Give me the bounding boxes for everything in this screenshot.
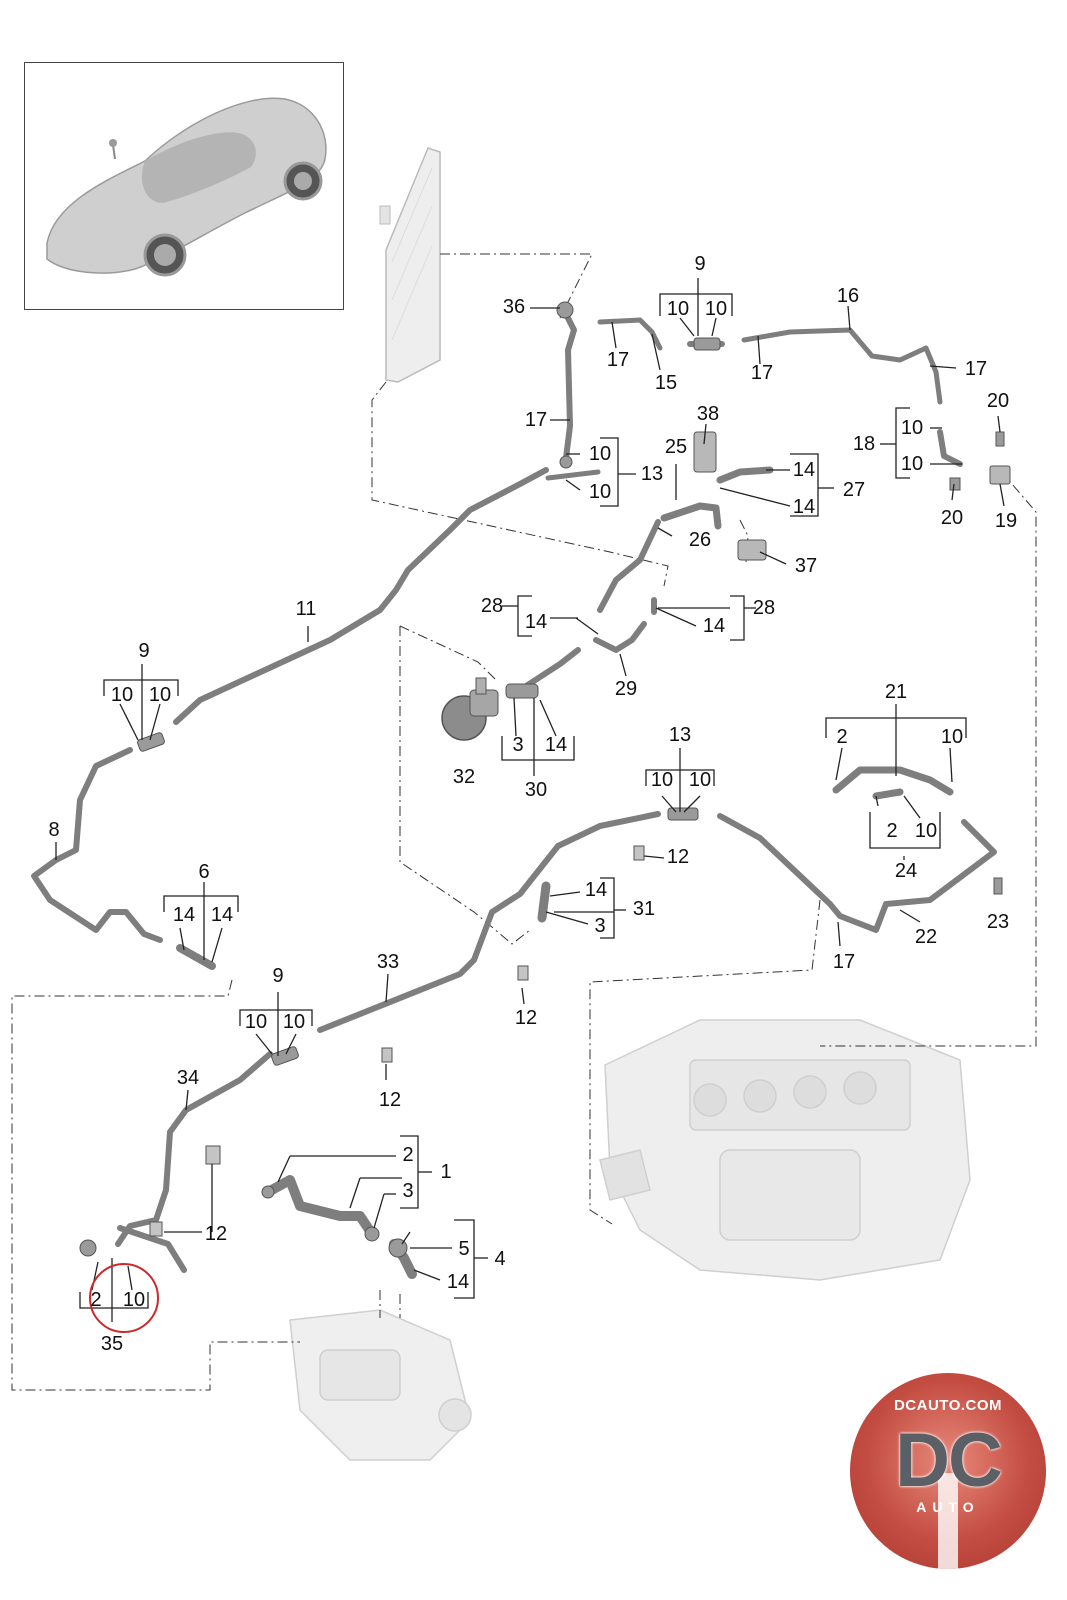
logo-stripe	[938, 1473, 958, 1569]
callout-2: 2	[886, 820, 898, 842]
radiator	[379, 147, 441, 383]
logo-letters: DC	[895, 1418, 1003, 1503]
callout-12: 12	[666, 846, 690, 868]
callout-27: 27	[842, 479, 866, 501]
callout-34: 34	[176, 1067, 200, 1089]
callout-5: 5	[458, 1238, 470, 1260]
callout-29: 29	[614, 678, 638, 700]
callout-24: 24	[894, 860, 918, 882]
callout-31: 31	[632, 898, 656, 920]
callout-13: 13	[640, 463, 664, 485]
hoses	[31, 315, 997, 1279]
callout-14: 14	[172, 904, 196, 926]
callout-10: 10	[282, 1011, 306, 1033]
callout-36: 36	[502, 296, 526, 318]
callout-14: 14	[446, 1271, 470, 1293]
callout-10: 10	[122, 1289, 146, 1311]
callout-17: 17	[524, 409, 548, 431]
callout-3: 3	[512, 734, 524, 756]
callout-4: 4	[494, 1248, 506, 1270]
callout-10: 10	[110, 684, 134, 706]
callout-17: 17	[606, 349, 630, 371]
callout-21: 21	[884, 681, 908, 703]
callout-32: 32	[452, 766, 476, 788]
callout-14: 14	[702, 615, 726, 637]
callout-12: 12	[378, 1089, 402, 1111]
callout-10: 10	[148, 684, 172, 706]
callout-15: 15	[654, 372, 678, 394]
car-illustration	[46, 97, 327, 277]
callout-14: 14	[792, 496, 816, 518]
callout-17: 17	[832, 951, 856, 973]
leader-lines	[55, 278, 1005, 1322]
callout-10: 10	[940, 726, 964, 748]
callout-14: 14	[210, 904, 234, 926]
callout-9: 9	[694, 253, 706, 275]
callout-11: 11	[295, 598, 317, 620]
transmission	[289, 1309, 472, 1461]
logo-subtext: AUTO	[916, 1499, 980, 1515]
logo-url-text: DCAUTO.COM	[893, 1397, 1003, 1414]
callout-12: 12	[204, 1223, 228, 1245]
callout-2: 2	[90, 1289, 102, 1311]
callout-10: 10	[666, 298, 690, 320]
callout-8: 8	[48, 819, 60, 841]
callout-23: 23	[986, 911, 1010, 933]
callout-10: 10	[588, 443, 612, 465]
callout-17: 17	[750, 362, 774, 384]
callout-17: 17	[964, 358, 988, 380]
callout-14: 14	[544, 734, 568, 756]
callout-10: 10	[914, 820, 938, 842]
callout-10: 10	[588, 481, 612, 503]
callout-10: 10	[244, 1011, 268, 1033]
callout-16: 16	[836, 285, 860, 307]
callout-20: 20	[940, 507, 964, 529]
callout-35: 35	[100, 1333, 124, 1355]
callout-20: 20	[986, 390, 1010, 412]
water-pump	[441, 677, 499, 741]
callout-9: 9	[138, 640, 150, 662]
callout-14: 14	[524, 611, 548, 633]
callout-25: 25	[664, 436, 688, 458]
callout-9: 9	[272, 965, 284, 987]
callout-28: 28	[480, 595, 504, 617]
callout-10: 10	[704, 298, 728, 320]
callout-22: 22	[914, 926, 938, 948]
engine-block	[599, 1019, 971, 1281]
callout-14: 14	[792, 459, 816, 481]
callout-10: 10	[688, 769, 712, 791]
callout-33: 33	[376, 951, 400, 973]
callout-2: 2	[402, 1144, 414, 1166]
callout-10: 10	[900, 453, 924, 475]
callout-18: 18	[852, 433, 876, 455]
callout-28: 28	[752, 597, 776, 619]
callout-10: 10	[650, 769, 674, 791]
callout-37: 37	[794, 555, 818, 577]
highlight-circle	[89, 1263, 159, 1333]
callout-26: 26	[688, 529, 712, 551]
callout-2: 2	[836, 726, 848, 748]
reference-lines	[11, 253, 1037, 1391]
callout-12: 12	[514, 1007, 538, 1029]
callout-19: 19	[994, 510, 1018, 532]
callout-10: 10	[900, 417, 924, 439]
callout-14: 14	[584, 879, 608, 901]
callout-13: 13	[668, 724, 692, 746]
vehicle-thumbnail	[24, 62, 344, 310]
callout-3: 3	[402, 1180, 414, 1202]
callout-38: 38	[696, 403, 720, 425]
callout-3: 3	[594, 915, 606, 937]
dcauto-logo: DCAUTO.COM DC AUTO	[850, 1373, 1046, 1569]
callout-1: 1	[440, 1161, 452, 1183]
callout-6: 6	[198, 861, 210, 883]
callout-30: 30	[524, 779, 548, 801]
